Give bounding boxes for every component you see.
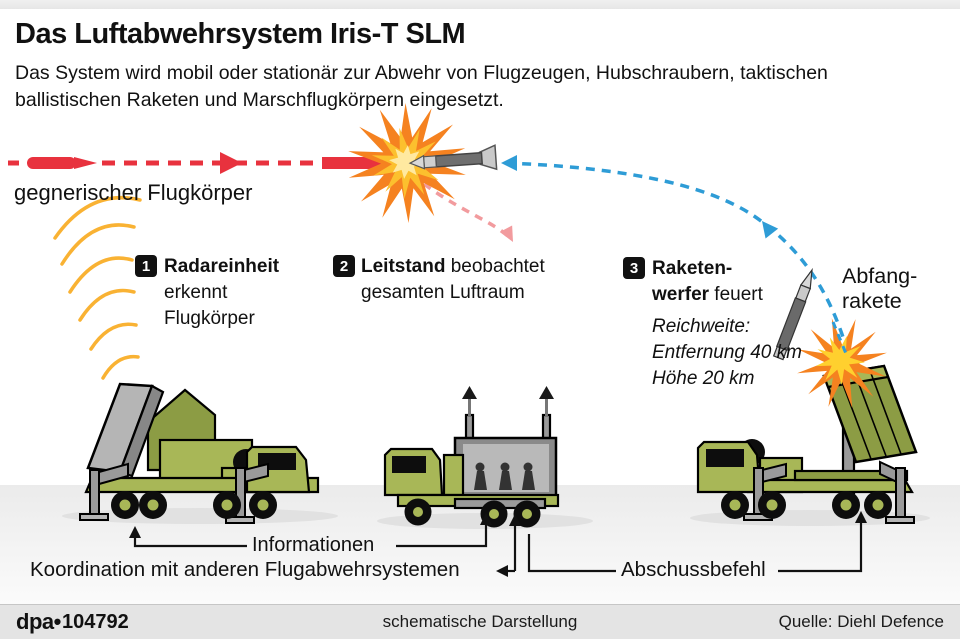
launch-flame-icon [797,318,887,408]
left-arrow-icon [496,565,508,577]
step-3-bold: Raketen- [652,258,733,279]
step-3-rest: feuert [709,284,763,305]
attack-arrow-icon [220,152,242,174]
flow-label-abschussbefehl: Abschussbefehl [621,558,766,581]
top-gray-bar [0,0,960,9]
step-badge-2: 2 [333,255,355,277]
wheel-icon [404,498,541,528]
enemy-missile-label: gegnerischer Flugkörper [14,180,253,205]
interceptor-label: Abfang- rakete [842,264,917,314]
up-arrow-icon [129,526,141,538]
specs-line1: Reichweite: [652,316,751,337]
trajectory-through-flame [831,321,849,357]
wheel-icon [111,491,277,519]
page-subtitle: Das System wird mobil oder stationär zur… [15,62,828,111]
graphic-number: 104792 [62,610,129,633]
flow-label-koordination: Koordination mit anderen Flugabwehrsyste… [30,558,460,581]
up-arrow-icon [480,513,492,525]
radar-waves-icon [53,195,142,380]
step-2-bold: Leitstand [361,256,446,277]
flow-label-informationen: Informationen [252,534,375,556]
step-1-bold: Radareinheit [164,256,280,277]
step-3-bold2: werfer [652,284,710,305]
interceptor-label-line1: Abfang- [842,264,918,288]
step-2-line2: gesamten Luftraum [361,282,525,303]
interceptor-trajectory [501,155,849,351]
trajectory-arrow-icon [762,221,779,239]
interceptor-label-line2: rakete [842,289,902,313]
specs-line2: Entfernung 40 km [652,342,802,363]
step-1-line3: Flugkörper [164,308,255,329]
interceptor-missile-icon [408,144,498,171]
launch-missile-icon [772,267,813,361]
step-badge-3: 3 [623,257,645,279]
antenna-icon [462,386,554,447]
step-1-line2: erkennt [164,282,228,303]
operator-silhouette-icon [474,462,535,490]
trajectory-arrow-icon [501,155,517,171]
step-1-text: Radareinheit erkennt Flugkörper [164,254,279,332]
footer-note: schematische Darstellung [382,612,578,631]
flow-connectors [129,511,867,577]
radar-vehicle [79,382,320,524]
up-arrow-icon [855,511,867,523]
wheel-icon [721,491,892,519]
stabilizer-jack-icon [743,460,915,524]
dpa-logo: dpa• [16,609,61,634]
command-vehicle [383,386,560,528]
step-badge-1: 1 [135,255,157,277]
specs-line3: Höhe 20 km [652,368,755,389]
footer-source: Quelle: Diehl Defence [778,612,944,631]
footer: dpa• 104792 schematische Darstellung Que… [0,604,960,639]
step-2-text: Leitstand beobachtet gesamten Luftraum [361,254,545,306]
enemy-missile-icon [8,152,400,174]
page-title: Das Luftabwehrsystem Iris-T SLM [15,18,466,50]
handoff-arrow-icon [499,225,513,242]
range-specs: Reichweite: Entfernung 40 km Höhe 20 km [652,314,802,392]
handoff-path [422,182,513,242]
step-2-rest: beobachtet [445,256,545,277]
stabilizer-jack-icon [79,462,269,524]
up-arrow-icon [509,514,521,526]
step-3-text: Raketen- werfer feuert [652,256,763,308]
explosion-icon [348,103,466,223]
